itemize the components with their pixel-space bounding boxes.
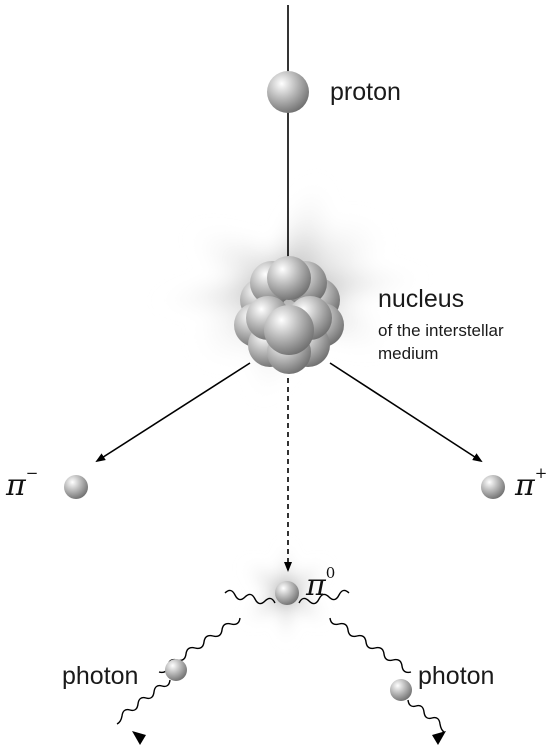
nucleus-cluster — [234, 256, 344, 374]
proton-label: proton — [330, 78, 401, 106]
pion-zero-symbol: π — [306, 568, 326, 603]
photon-left-wave-lower — [116, 679, 171, 725]
pion-minus-label: π− — [6, 464, 38, 503]
photon-left-ball — [165, 659, 187, 681]
pion-plus-trajectory — [329, 362, 483, 463]
nucleus-label: nucleus — [378, 285, 465, 313]
proton-ball — [267, 71, 309, 113]
pion-minus-ball — [64, 475, 88, 499]
nucleus-subtitle-line1: of the interstellar — [378, 321, 504, 340]
photon-right-wave-lower — [407, 699, 445, 733]
photon-right-label: photon — [418, 662, 495, 690]
photon-right-wave — [298, 589, 412, 674]
pion-plus-label: π+ — [515, 464, 547, 503]
photon-right-ball — [390, 679, 412, 701]
pion-minus-charge: − — [25, 464, 39, 482]
pion-plus-charge: + — [534, 464, 548, 482]
photon-right-arrowhead — [432, 731, 446, 745]
pion-plus-ball — [481, 475, 505, 499]
photon-left-label: photon — [62, 662, 139, 690]
photon-left-arrowhead — [132, 731, 146, 745]
pion-plus-symbol: π — [515, 468, 535, 503]
pion-zero-charge: 0 — [325, 564, 336, 582]
pion-zero-label: π0 — [306, 564, 335, 603]
pion-zero-ball — [275, 581, 299, 605]
nucleus-subtitle-line2: medium — [378, 344, 439, 363]
pion-minus-trajectory — [95, 362, 251, 463]
pion-minus-symbol: π — [6, 468, 26, 503]
